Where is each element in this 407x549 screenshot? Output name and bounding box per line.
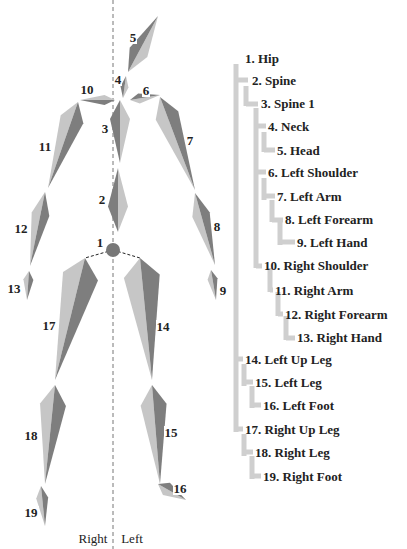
bone-dark — [30, 192, 49, 266]
hierarchy-entry: 18. Right Leg — [255, 446, 330, 459]
bracket-stub — [270, 288, 273, 293]
callout-number: 7 — [186, 134, 195, 147]
hierarchy-entry: 6. Left Shoulder — [268, 166, 358, 179]
hierarchy-entry: 15. Left Leg — [255, 376, 322, 389]
callout-number: 17 — [42, 319, 57, 332]
callout-number: 10 — [80, 83, 95, 96]
callout-number: 19 — [24, 506, 39, 519]
bracket-stub — [244, 450, 253, 455]
callout-number: 6 — [142, 84, 151, 97]
bracket-stub — [256, 170, 266, 175]
bone-light — [192, 193, 215, 265]
bone-dark — [80, 100, 115, 105]
bone-light — [118, 168, 128, 232]
callout-number: 2 — [98, 193, 107, 206]
bracket-stub — [252, 403, 261, 408]
hierarchy-entry: 5. Head — [277, 144, 320, 157]
bone-dark — [211, 270, 217, 300]
callout-number: 8 — [213, 220, 222, 233]
bone-light — [156, 97, 195, 190]
hierarchy-entry: 19. Right Foot — [263, 470, 342, 483]
callout-number: 15 — [164, 426, 179, 439]
bone-dark — [110, 100, 120, 163]
bracket-stub — [264, 148, 275, 153]
side-label: Right — [78, 532, 109, 545]
bracket-stub — [252, 474, 261, 479]
hierarchy-entry: 8. Left Forearm — [285, 213, 373, 226]
callout-number: 1 — [96, 236, 105, 249]
bone-dark — [55, 258, 98, 380]
callout-number: 11 — [38, 140, 52, 153]
bone-dark — [45, 385, 66, 484]
bone-dark — [108, 168, 118, 232]
callout-number: 13 — [7, 282, 22, 295]
callout-number: 18 — [24, 429, 39, 442]
callout-number: 3 — [101, 122, 110, 135]
hierarchy-entry: 3. Spine 1 — [261, 97, 315, 110]
bracket-stub — [236, 357, 243, 362]
callout-number: 14 — [156, 320, 171, 333]
hierarchy-entry: 13. Right Hand — [297, 331, 382, 344]
bone-dark — [128, 16, 158, 72]
bracket-stub — [256, 124, 266, 129]
bracket-stub — [256, 264, 262, 269]
bone-dark — [48, 102, 83, 188]
side-label: Left — [120, 532, 144, 545]
bracket-stub — [264, 194, 275, 199]
bracket-bar — [234, 64, 239, 432]
bones — [23, 16, 217, 526]
bracket-stub — [278, 312, 283, 317]
hierarchy-entry: 9. Left Hand — [297, 236, 367, 249]
hierarchy-entry: 16. Left Foot — [263, 399, 334, 412]
bone-light — [128, 16, 158, 72]
bracket-stub — [286, 336, 295, 341]
hierarchy-entry: 1. Hip — [245, 52, 279, 65]
bracket-stub — [280, 240, 295, 245]
callout-number: 12 — [14, 222, 29, 235]
bone-dark — [41, 486, 48, 526]
bone-dark — [160, 97, 195, 190]
hierarchy-entry: 2. Spine — [252, 74, 296, 87]
hierarchy-entry: 11. Right Arm — [275, 284, 353, 297]
bracket-bar — [254, 108, 259, 268]
bracket-stub — [272, 218, 283, 223]
hierarchy-entry: 10. Right Shoulder — [264, 259, 368, 272]
callout-number: 9 — [219, 284, 228, 297]
bracket-stub — [236, 78, 248, 83]
bone-light — [120, 100, 130, 163]
hierarchy-entry: 17. Right Up Leg — [245, 423, 340, 436]
hierarchy-entry: 14. Left Up Leg — [245, 353, 332, 366]
hip-joint — [106, 243, 120, 257]
bracket-bar — [268, 268, 273, 292]
callout-number: 5 — [129, 31, 138, 44]
callout-number: 4 — [114, 73, 123, 86]
hierarchy-entry: 4. Neck — [268, 120, 309, 133]
callout-number: 16 — [173, 482, 188, 495]
bone-dark — [27, 271, 33, 300]
bone-light — [80, 95, 115, 100]
bracket-stub — [244, 380, 253, 385]
bracket-stub — [236, 427, 243, 432]
hierarchy-entry: 12. Right Forearm — [285, 308, 388, 321]
hierarchy-entry: 7. Left Arm — [277, 190, 342, 203]
bracket-stub — [246, 102, 258, 107]
